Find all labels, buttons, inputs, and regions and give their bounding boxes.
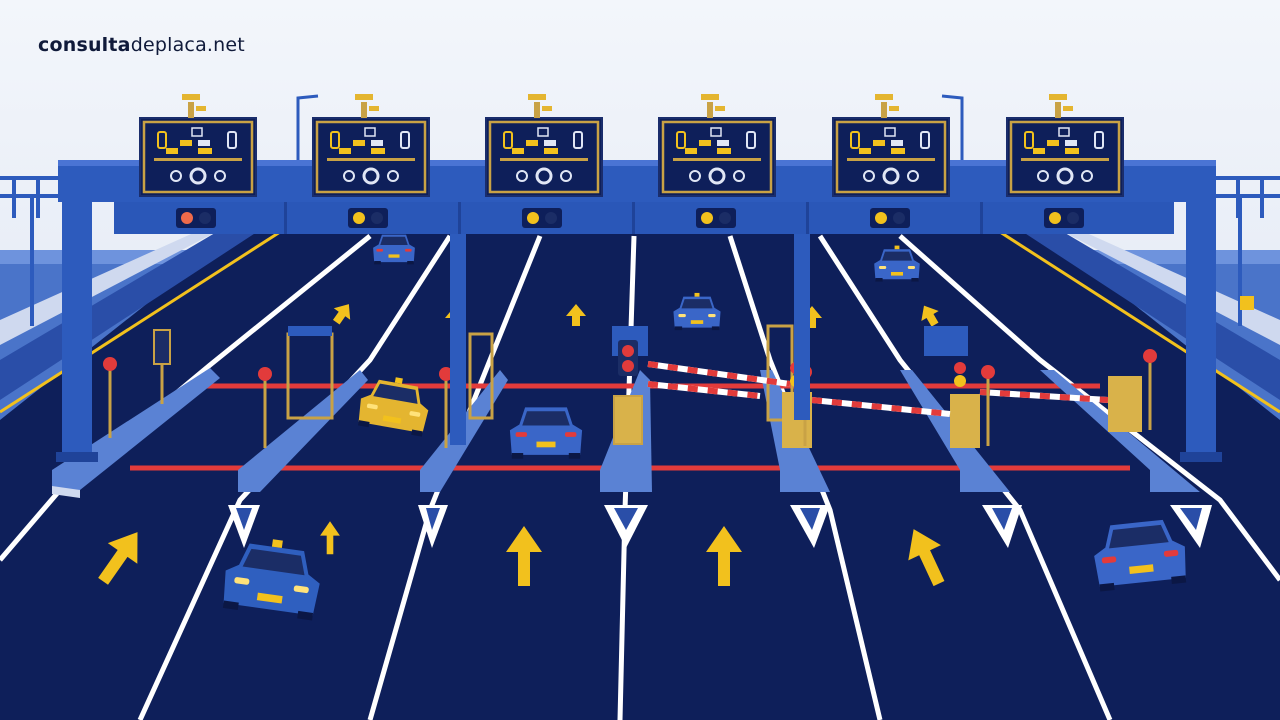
brand-name-regular: deplaca.net: [130, 34, 245, 56]
gantry-signal-4: [696, 208, 736, 228]
overhead-panel-5: [831, 92, 951, 198]
overhead-panel-1: [138, 92, 258, 198]
gantry-signal-6: [1044, 208, 1084, 228]
gantry-signal-3: [522, 208, 562, 228]
barrier-arms[interactable]: [647, 361, 1109, 417]
overhead-panel-6: [1005, 92, 1125, 198]
gantry-signal-2: [348, 208, 388, 228]
gantry-signal-5: [870, 208, 910, 228]
edge-line-right: [999, 230, 1280, 414]
gantry-signals: [176, 208, 1084, 228]
gantry-signal-1: [176, 208, 216, 228]
overhead-panel-3: [484, 92, 604, 198]
brand-logo[interactable]: consultadeplaca.net: [38, 34, 245, 56]
brand-name-bold: consulta: [38, 34, 131, 56]
edge-line-left: [0, 230, 281, 414]
gantry-pillars: [56, 200, 1222, 462]
overhead-panel-2: [311, 92, 431, 198]
overhead-panel-4: [657, 92, 777, 198]
